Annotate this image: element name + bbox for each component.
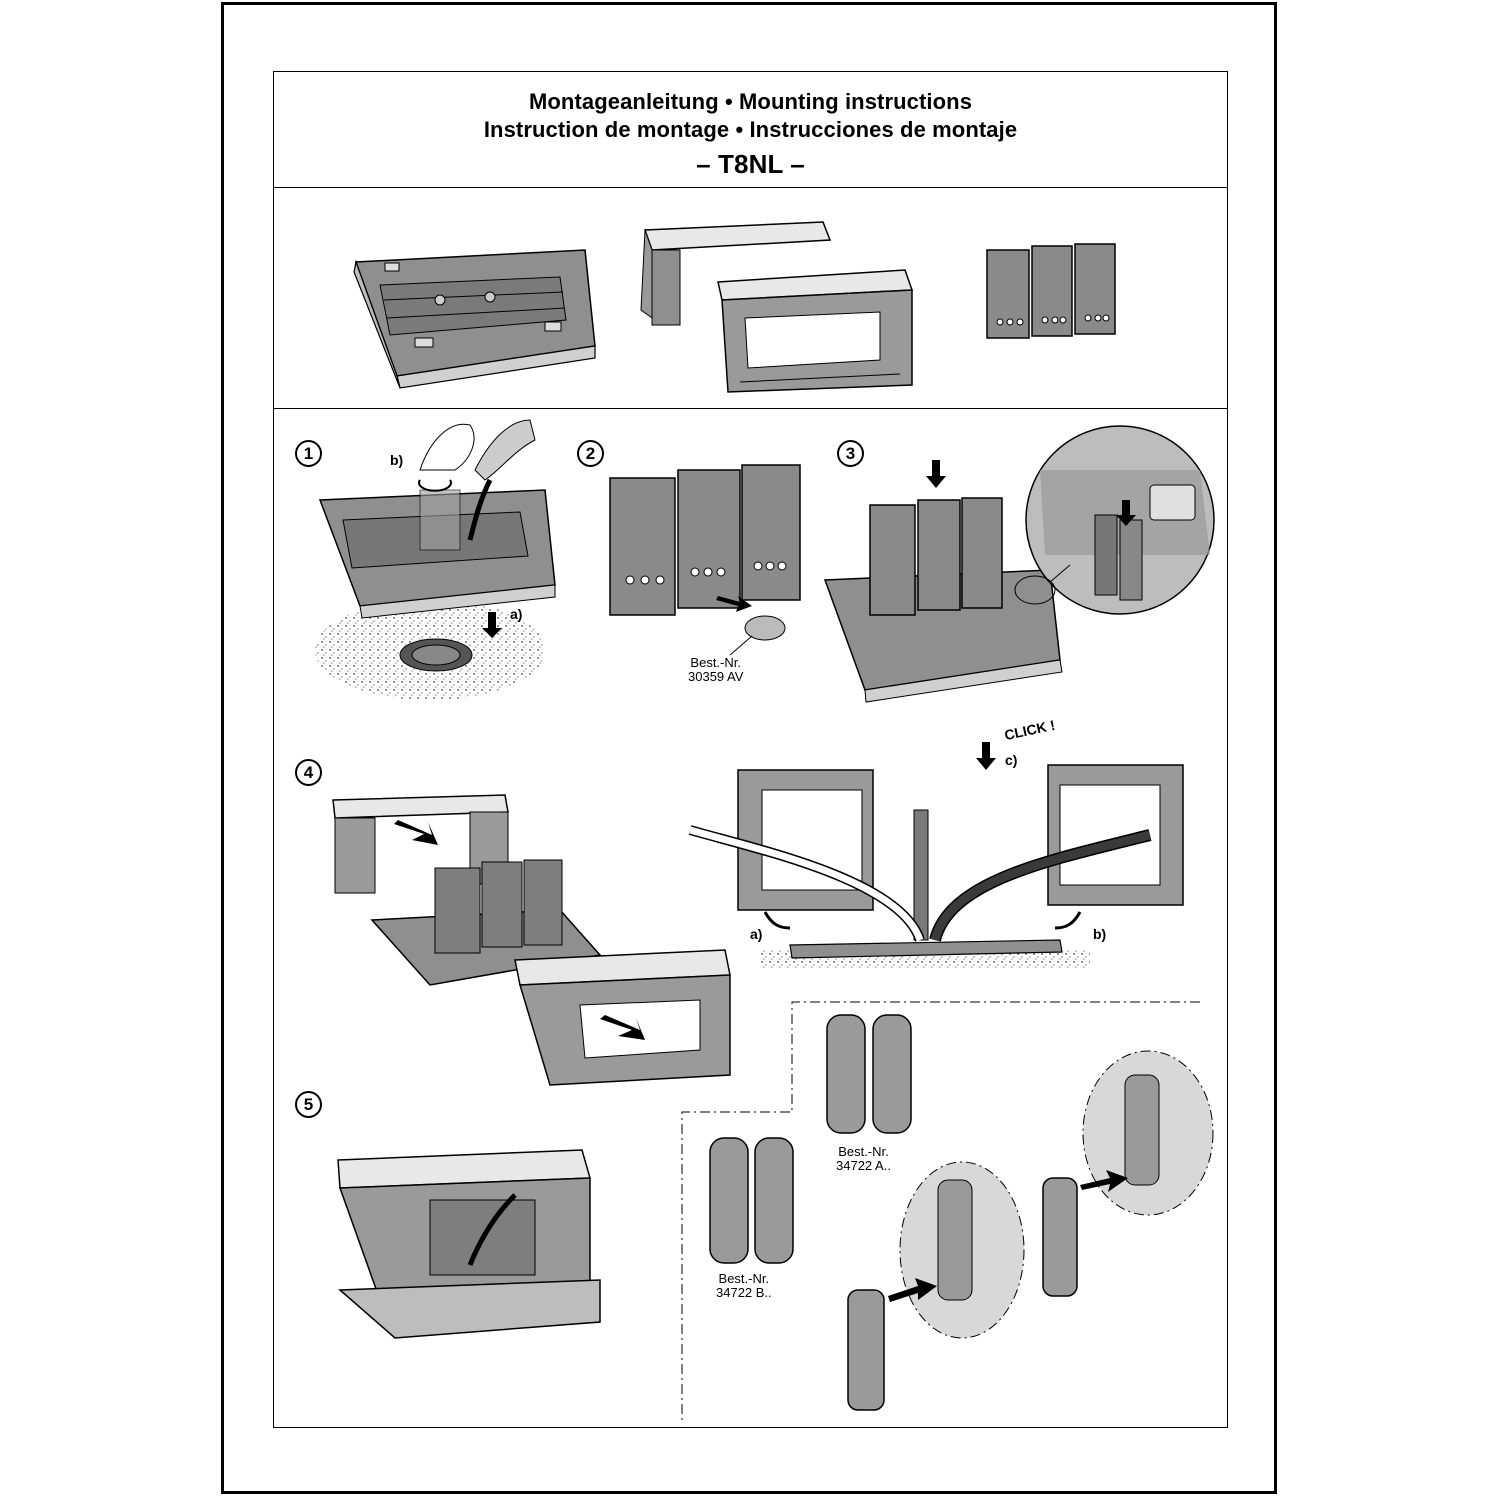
end-cap-a-order-number: Best.-Nr. 34722 A.. [836, 1144, 891, 1173]
step4-click-illustration [688, 742, 1184, 968]
end-caps-b [709, 1137, 794, 1264]
step4-assembly-illustration [332, 794, 731, 1086]
parts-overview [274, 188, 1227, 409]
step-2-badge: 2 [577, 440, 604, 467]
frame-halves-part [640, 221, 914, 393]
end-cap-mounting-detail [847, 1050, 1214, 1411]
model-name: – T8NL – [696, 149, 805, 179]
end-cap-b-order-number: Best.-Nr. 34722 B.. [716, 1271, 772, 1300]
title-block: Montageanleitung • Mounting instructions… [274, 72, 1227, 188]
step1-label-a: a) [510, 606, 523, 622]
instruction-sheet: Montageanleitung • Mounting instructions… [273, 71, 1228, 1428]
step3-illustration [823, 425, 1215, 703]
step4-label-b: b) [1093, 926, 1107, 942]
step-1-badge: 1 [295, 440, 322, 467]
step2-illustration [609, 464, 801, 656]
step-3-badge: 3 [837, 440, 864, 467]
page-border [221, 2, 1277, 1494]
title-line-de-en: Montageanleitung • Mounting instructions [528, 89, 973, 114]
step1-label-b: b) [390, 452, 404, 468]
step1-illustration [315, 419, 556, 700]
step-4-badge: 4 [295, 759, 322, 786]
dividers-part [986, 243, 1116, 339]
title-line-fr-es: Instruction de montage • Instrucciones d… [483, 117, 1018, 142]
step-5-badge: 5 [295, 1091, 322, 1118]
step5-illustration [337, 1149, 601, 1339]
step2-order-number: Best.-Nr. 30359 AV [688, 655, 744, 684]
step4-label-c: c) [1005, 752, 1018, 768]
end-caps-a [826, 1014, 912, 1134]
step4-label-a: a) [750, 926, 763, 942]
base-plate-part [353, 249, 596, 389]
